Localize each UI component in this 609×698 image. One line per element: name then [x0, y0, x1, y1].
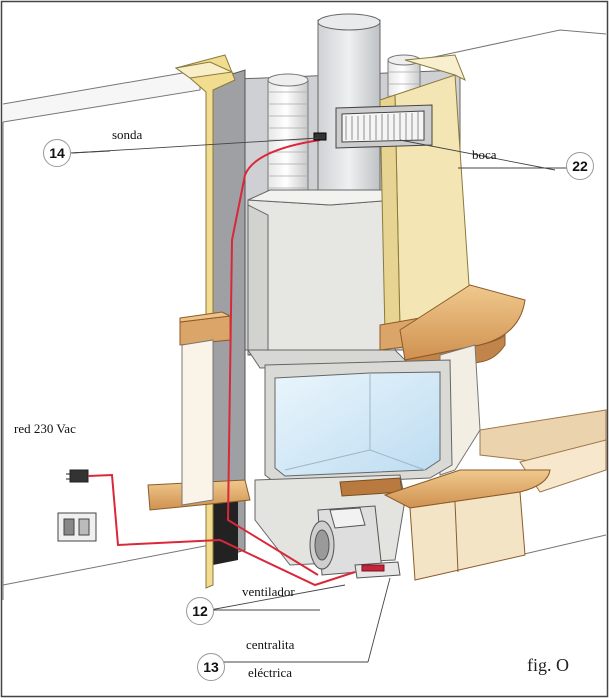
callout-label-boca: boca	[472, 147, 497, 162]
callout-leader-lines	[69, 137, 568, 663]
boca-air-outlet-grille	[335, 104, 433, 149]
sonda-probe	[313, 132, 327, 141]
insulation-panel-left	[174, 54, 236, 589]
callout-number-14: 14	[43, 139, 71, 167]
wood-bench	[383, 469, 551, 581]
callout-label-electrica: eléctrica	[248, 665, 293, 680]
fire-glass-window	[264, 359, 453, 486]
ventilador-fan-unit	[309, 505, 383, 576]
callout-label-sonda: sonda	[112, 127, 143, 142]
shaft-dark-bottom	[213, 495, 238, 565]
wood-shelf-upper-left	[179, 311, 232, 346]
side-column-left	[181, 339, 214, 506]
power-plug	[66, 469, 89, 483]
electrical-cable	[87, 139, 356, 587]
callout-number-13: 13	[197, 653, 225, 681]
insulation-panel-right	[379, 54, 471, 336]
wall-socket-panel	[57, 512, 97, 542]
figure-label: fig. O	[527, 655, 569, 675]
callout-number-12: 12	[186, 597, 214, 625]
power-supply-label: red 230 Vac	[14, 421, 76, 436]
callout-label-ventilador: ventilador	[242, 584, 295, 599]
callout-number-22: 22	[566, 152, 594, 180]
firebox-hood	[247, 189, 412, 369]
centralita-control-box	[354, 561, 401, 579]
callout-label-centralita: centralita	[246, 637, 295, 652]
